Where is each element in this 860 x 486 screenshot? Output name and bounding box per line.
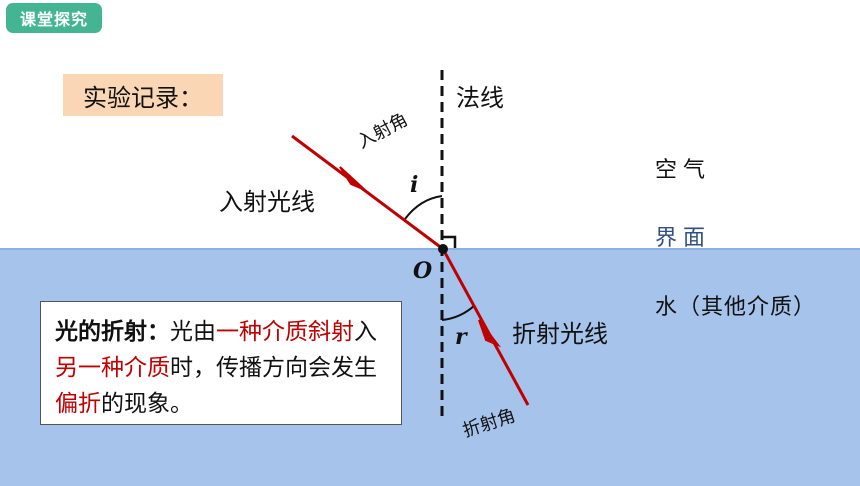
definition-highlight: 偏折 <box>55 391 101 417</box>
definition-text: 光由 <box>170 319 216 345</box>
refracted-ray-label: 折射光线 <box>512 320 608 348</box>
definition-box: 光的折射：光由一种介质斜射入另一种介质时，传播方向会发生偏折的现象。 <box>40 301 402 425</box>
refraction-angle-symbol: r <box>455 324 467 350</box>
definition-text: 的现象。 <box>101 391 193 417</box>
definition-highlight: 另一种介质 <box>55 355 170 381</box>
definition-text: 入 <box>354 319 377 345</box>
incidence-point <box>438 244 448 254</box>
definition-title: 光的折射： <box>55 319 170 345</box>
water-label: 水（其他介质） <box>655 295 817 320</box>
incident-ray-arrow <box>339 166 366 191</box>
point-o-symbol: O <box>413 258 433 284</box>
section-badge: 课堂探究 <box>6 3 102 33</box>
normal-label: 法线 <box>456 84 504 112</box>
incident-ray-label: 入射光线 <box>219 188 315 216</box>
incident-angle-arc <box>404 195 443 220</box>
experiment-record-label: 实验记录： <box>63 74 223 116</box>
air-label: 空气 <box>655 158 712 183</box>
incident-ray <box>291 134 444 251</box>
definition-text: 时，传 <box>170 355 239 381</box>
definition-highlight: 一种介质 <box>216 319 308 345</box>
refraction-angle-arc <box>441 304 476 321</box>
definition-text: 播方向会发生 <box>239 355 377 381</box>
right-angle-mark <box>443 235 457 248</box>
definition-highlight: 斜射 <box>308 319 354 345</box>
interface-label: 界面 <box>655 226 712 251</box>
refracted-ray-arrow <box>478 319 502 348</box>
incident-angle-symbol: i <box>410 172 419 198</box>
